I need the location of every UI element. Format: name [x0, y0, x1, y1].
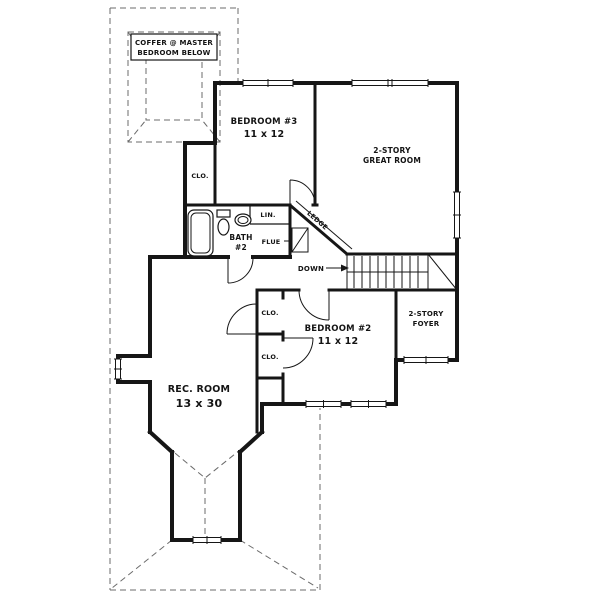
bedroom3-dim: 11 x 12	[244, 129, 285, 140]
window-recroom-bay	[114, 358, 122, 380]
linen-label: LIN.	[260, 211, 275, 219]
door-arcs	[226, 179, 330, 369]
closet-bedroom2-top-label: CLO.	[261, 309, 278, 317]
window-bedroom2-bottom-left	[305, 400, 342, 408]
window-greatroom-top	[351, 79, 429, 87]
stairs	[346, 253, 458, 291]
greatroom-name-line1: 2-STORY	[373, 146, 411, 155]
closet-bedroom2-bottom-label: CLO.	[261, 353, 278, 361]
coffer-label: COFFER @ MASTER BEDROOM BELOW	[130, 33, 218, 61]
window-recroom-bottom	[192, 536, 222, 544]
room-labels: BEDROOM #3 11 x 12 2-STORY GREAT ROOM BE…	[168, 117, 444, 410]
interior-walls	[183, 81, 459, 434]
flue-box	[284, 227, 309, 253]
bedroom3-name: BEDROOM #3	[231, 117, 298, 127]
bedroom2-name: BEDROOM #2	[305, 324, 372, 334]
coffer-label-line2: BEDROOM BELOW	[137, 49, 210, 57]
window-bedroom3-top	[242, 79, 294, 87]
closet-hall-label: CLO.	[191, 172, 208, 180]
sink	[234, 213, 252, 227]
bath2-name-line1: BATH	[229, 233, 252, 242]
window-foyer-bottom	[403, 356, 449, 364]
window-greatroom-right	[453, 191, 461, 239]
recroom-name: REC. ROOM	[168, 384, 230, 395]
recroom-dim: 13 x 30	[176, 397, 223, 410]
down-arrow	[326, 264, 349, 272]
foyer-name-line1: 2-STORY	[408, 310, 444, 318]
bath2-name-line2: #2	[235, 243, 247, 252]
window-bedroom2-bottom-right	[350, 400, 387, 408]
bedroom2-dim: 11 x 12	[318, 336, 359, 347]
coffer-label-line1: COFFER @ MASTER	[135, 39, 213, 47]
foyer-name-line2: FOYER	[413, 320, 440, 328]
greatroom-name-line2: GREAT ROOM	[363, 156, 421, 165]
toilet	[216, 209, 231, 236]
stairs-down-label: DOWN	[298, 265, 324, 273]
flue-label: FLUE	[262, 238, 281, 246]
ledge-edge-line	[295, 200, 353, 250]
bathtub	[187, 209, 214, 257]
